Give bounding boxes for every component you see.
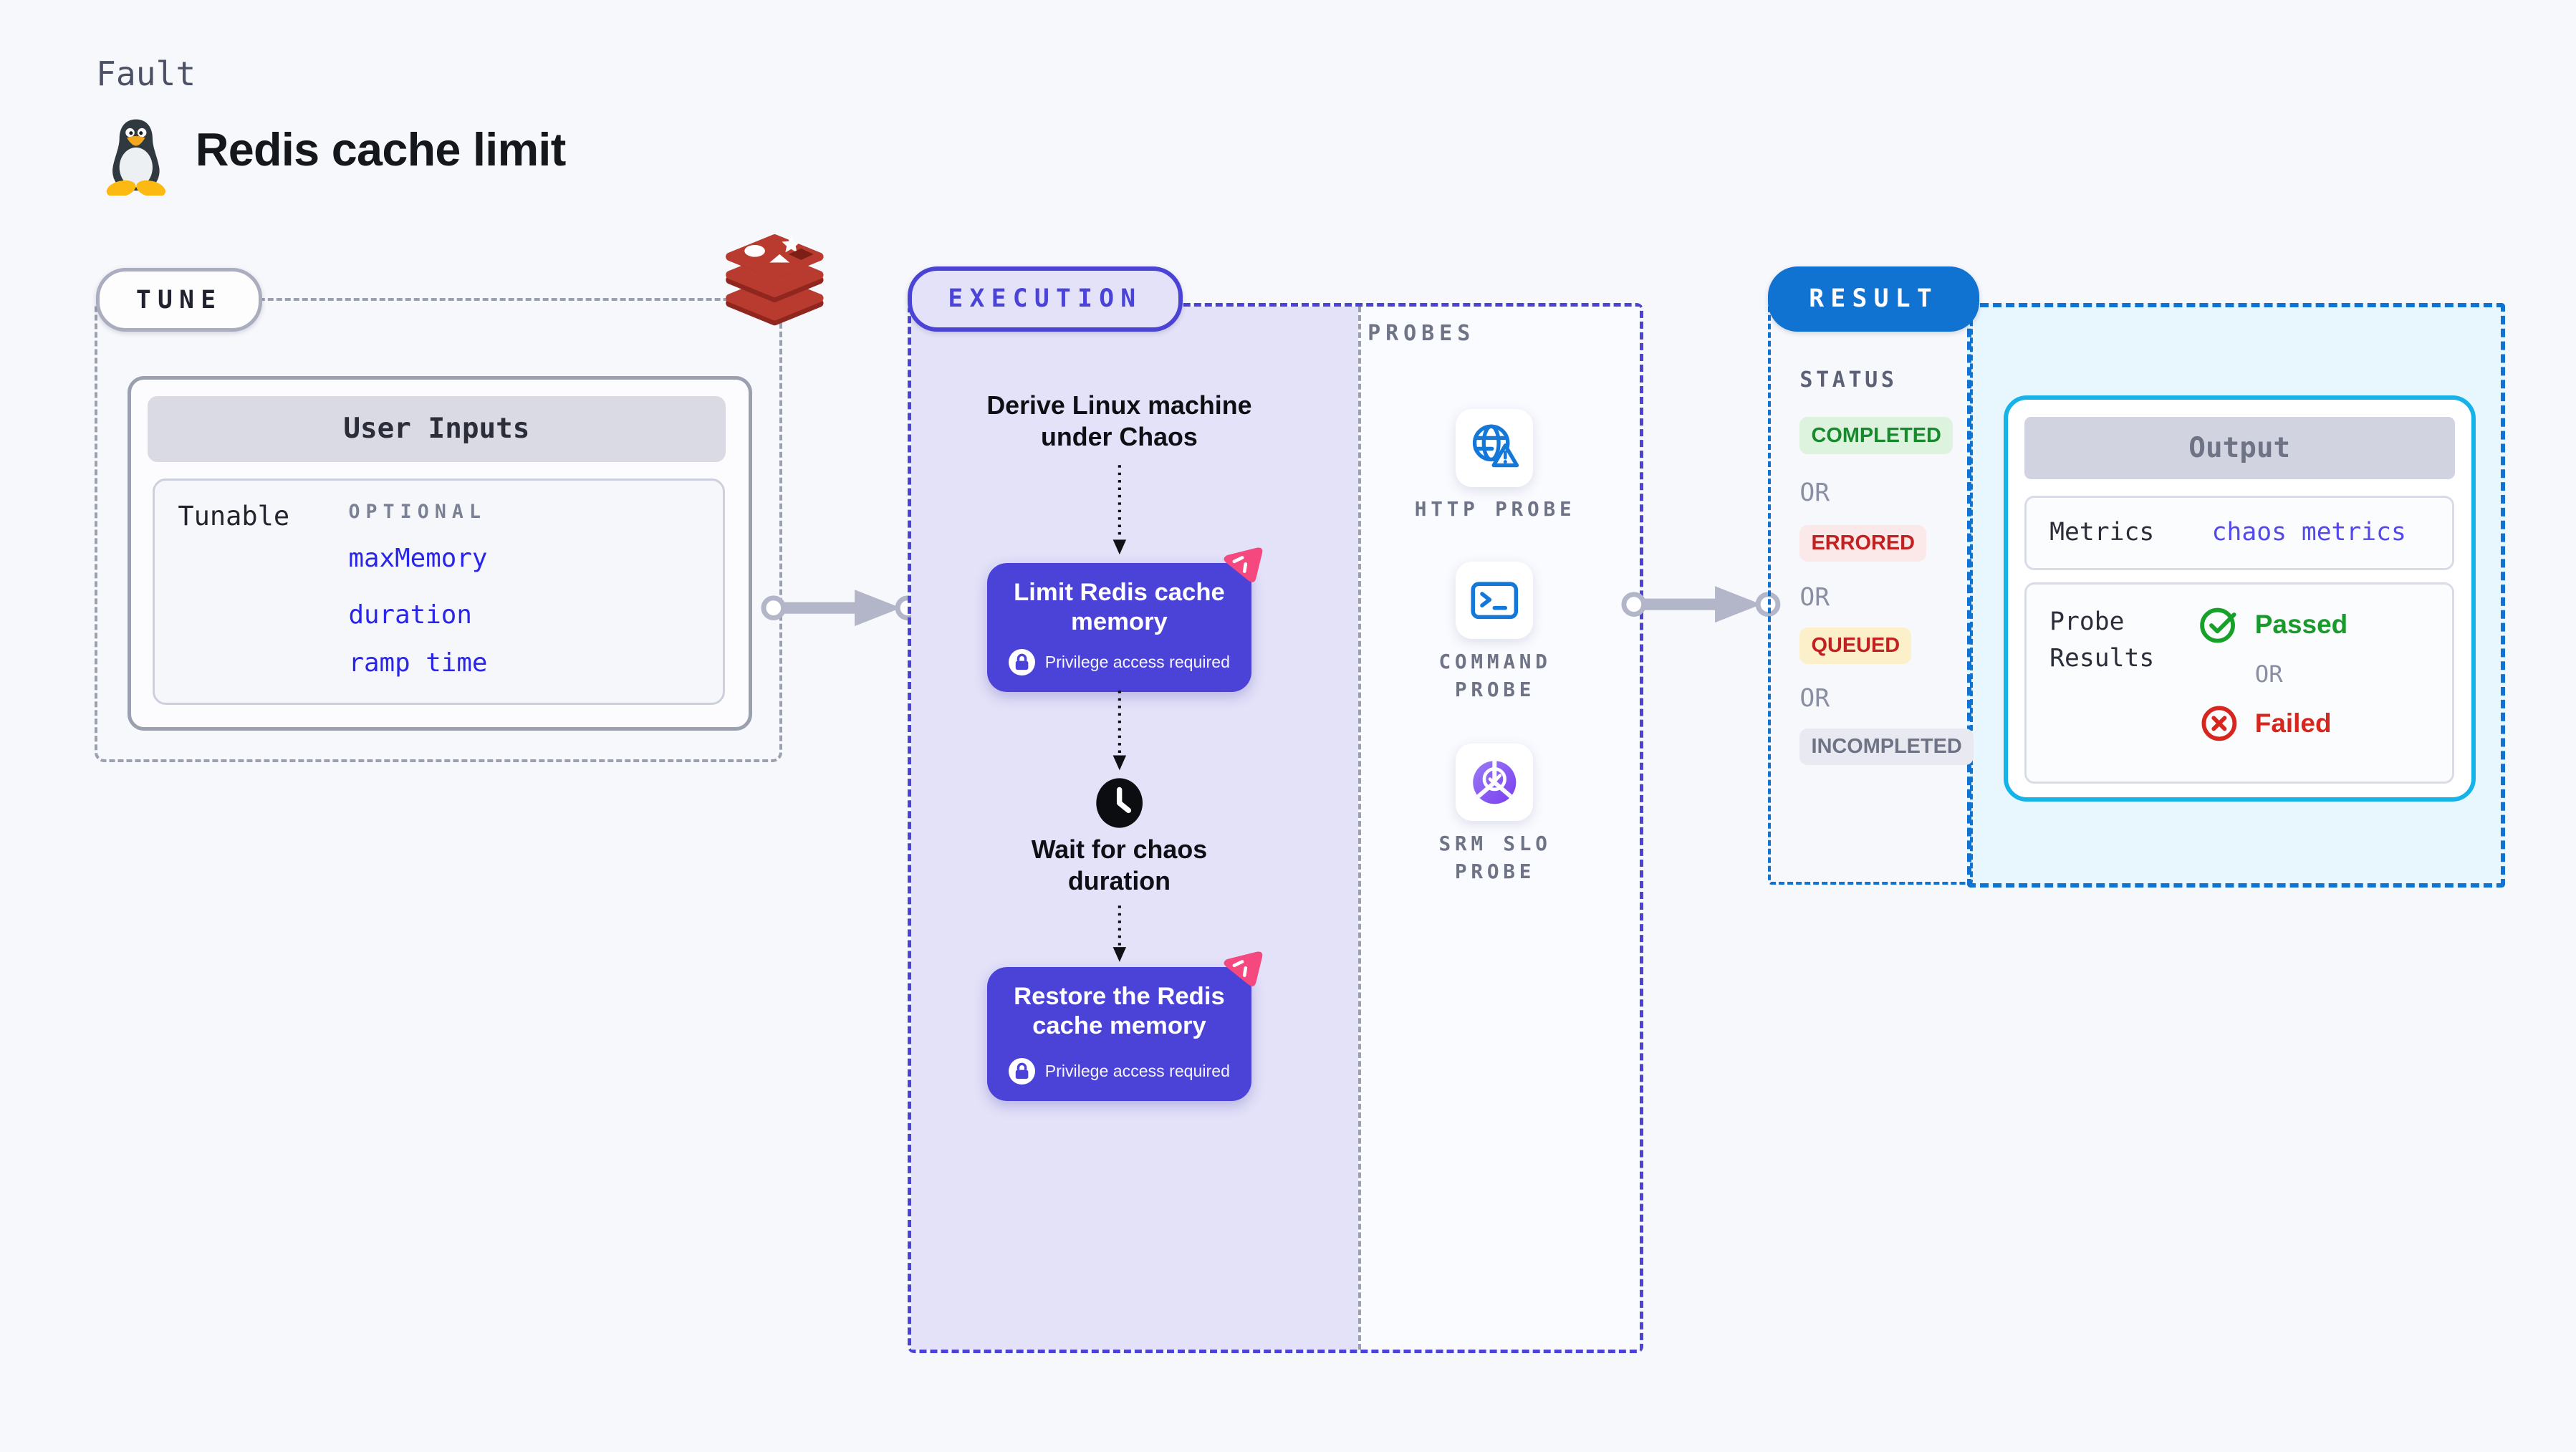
chaos-splash-icon (1224, 951, 1263, 986)
metrics-row: Metrics chaos metrics (2024, 496, 2454, 570)
tunable-label: Tunable (178, 501, 290, 532)
failed-row: Failed (2198, 703, 2347, 744)
or-separator: OR (1799, 683, 1830, 713)
execution-badge: EXECUTION (907, 266, 1183, 332)
lock-icon (1008, 1057, 1035, 1085)
or-separator: OR (2254, 660, 2283, 688)
tune-to-execution-arrow (761, 589, 920, 626)
execution-to-result-arrow (1621, 586, 1781, 623)
tune-badge: TUNE (96, 268, 263, 332)
probe-results-row: Probe Results Passed OR Failed (2024, 582, 2454, 784)
page-title: Redis cache limit (195, 123, 567, 176)
user-inputs-panel: User Inputs Tunable OPTIONAL maxMemory d… (127, 375, 753, 731)
linux-tux-icon (106, 119, 165, 196)
srm-slo-probe-label: SRM SLO PROBE (1438, 831, 1552, 884)
lock-icon (1008, 649, 1035, 675)
action-label: Limit Redis cache memory (1014, 578, 1225, 636)
status-title: STATUS (1799, 367, 1898, 393)
chaos-metrics-link[interactable]: chaos metrics (2211, 518, 2406, 547)
link-duration[interactable]: duration (348, 600, 472, 630)
srm-slo-probe-card (1455, 743, 1534, 822)
probes-title: PROBES (1368, 321, 1476, 347)
command-probe-label: COMMAND PROBE (1438, 649, 1552, 701)
optional-tag: OPTIONAL (348, 501, 487, 524)
tunable-box: Tunable OPTIONAL maxMemory duration ramp… (153, 479, 725, 706)
globe-alert-icon (1472, 424, 1519, 468)
user-inputs-header: User Inputs (148, 395, 726, 463)
metrics-label: Metrics (2049, 518, 2155, 547)
passed-label: Passed (2254, 610, 2348, 640)
flow-arrow-down (1112, 465, 1126, 555)
output-card: Output Metrics chaos metrics Probe Resul… (2003, 395, 2476, 802)
status-badge-completed: COMPLETED (1799, 417, 1953, 454)
step-wait-duration: Wait for chaos duration (1031, 835, 1208, 895)
output-header: Output (2024, 416, 2455, 480)
action-label: Restore the Redis cache memory (1014, 982, 1225, 1040)
http-probe-label: HTTP PROBE (1414, 497, 1576, 521)
or-separator: OR (1799, 478, 1830, 507)
flow-arrow-down (1112, 690, 1126, 770)
chaos-splash-icon (1224, 547, 1263, 582)
probe-results-values: Passed OR Failed (2198, 604, 2347, 744)
status-badge-queued: QUEUED (1799, 627, 1912, 665)
wait-clock-icon (1096, 778, 1143, 828)
limit-redis-cache-action[interactable]: Limit Redis cache memory Privilege acces… (986, 562, 1252, 693)
probe-results-label: Probe Results (2049, 607, 2155, 673)
status-badge-errored: ERRORED (1799, 524, 1927, 562)
or-separator: OR (1799, 582, 1830, 612)
http-probe-card (1455, 408, 1534, 487)
privilege-note: Privilege access required (1044, 1061, 1230, 1080)
fault-kicker: Fault (96, 54, 196, 94)
flow-arrow-down (1112, 905, 1126, 962)
terminal-icon (1471, 581, 1518, 619)
link-ramp-time[interactable]: ramp time (348, 648, 488, 678)
restore-redis-cache-action[interactable]: Restore the Redis cache memory Privilege… (986, 966, 1252, 1101)
step-derive-machine: Derive Linux machine under Chaos (986, 391, 1252, 452)
failed-label: Failed (2254, 708, 2332, 738)
result-badge: RESULT (1768, 266, 1979, 332)
link-maxmemory[interactable]: maxMemory (348, 544, 488, 574)
redis-logo-icon (726, 234, 824, 326)
check-circle-icon (2200, 608, 2236, 643)
passed-row: Passed (2198, 604, 2347, 645)
command-probe-card (1455, 561, 1534, 640)
execution-flow-area (910, 306, 1358, 1350)
tune-section-box (94, 298, 782, 763)
status-badge-incompleted: INCOMPLETED (1799, 728, 1974, 766)
privilege-note: Privilege access required (1044, 653, 1230, 671)
x-circle-icon (2201, 706, 2237, 741)
slo-donut-icon (1472, 759, 1516, 804)
